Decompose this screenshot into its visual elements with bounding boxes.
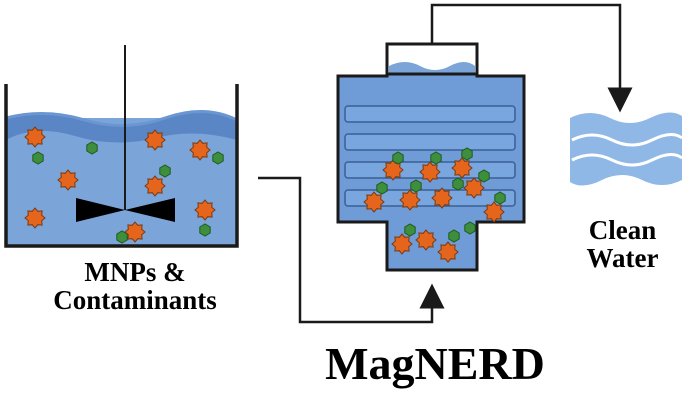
magnetic-nanoparticle-icon: [399, 189, 421, 211]
contaminant-icon: [448, 229, 460, 243]
output-label: Clean Water: [560, 216, 685, 273]
magnetic-nanoparticle-icon: [189, 139, 211, 161]
magnetic-nanoparticle-icon: [124, 221, 146, 243]
magnetic-nanoparticle-icon: [391, 233, 413, 255]
contaminant-icon: [392, 151, 404, 165]
contaminant-icon: [464, 221, 476, 235]
contaminant-icon: [159, 164, 171, 178]
magnetic-nanoparticle-icon: [431, 187, 453, 209]
magnetic-nanoparticle-icon: [144, 175, 166, 197]
magnetic-nanoparticle-icon: [437, 241, 459, 263]
tank-label-line1: MNPs &: [84, 257, 186, 287]
magnetic-nanoparticle-icon: [363, 191, 385, 213]
magnerd-device: [336, 42, 526, 272]
output-label-line2: Water: [586, 243, 659, 274]
magnetic-nanoparticle-icon: [194, 199, 216, 221]
magnetic-nanoparticle-icon: [451, 157, 473, 179]
clean-water-icon: [570, 112, 683, 186]
stirrer-icon: [76, 45, 175, 222]
contaminant-icon: [116, 230, 128, 244]
device-particles: [363, 147, 506, 263]
contaminant-icon: [404, 223, 416, 237]
contaminant-icon: [86, 141, 98, 155]
flow-arrow-icon: [430, 3, 633, 113]
tank-label-line2: Contaminants: [53, 285, 217, 316]
mixing-tank: [4, 45, 239, 248]
magnetic-nanoparticle-icon: [415, 229, 437, 251]
flow-arrow-icon: [258, 176, 445, 324]
tank-walls: [4, 84, 239, 248]
diagram-title: MagNERD: [325, 338, 545, 389]
magnetic-nanoparticle-icon: [463, 177, 485, 199]
magnetic-nanoparticle-icon: [419, 161, 441, 183]
magnetic-nanoparticle-icon: [57, 169, 79, 191]
contaminant-icon: [430, 151, 442, 165]
output-label-line1: Clean: [588, 215, 657, 245]
magnetic-nanoparticle-icon: [144, 129, 166, 151]
contaminant-icon: [199, 223, 211, 237]
magnetic-nanoparticle-icon: [24, 126, 46, 148]
contaminant-icon: [212, 151, 224, 165]
contaminant-icon: [452, 177, 464, 191]
contaminant-icon: [494, 191, 506, 205]
tank-label: MNPs & Contaminants: [20, 258, 250, 315]
contaminant-icon: [376, 181, 388, 195]
contaminant-icon: [461, 147, 473, 161]
magnetic-nanoparticle-icon: [483, 201, 505, 223]
magnetic-nanoparticle-icon: [24, 207, 46, 229]
contaminant-icon: [32, 151, 44, 165]
contaminant-icon: [410, 179, 422, 193]
tank-particles: [24, 126, 224, 244]
contaminant-icon: [478, 169, 490, 183]
